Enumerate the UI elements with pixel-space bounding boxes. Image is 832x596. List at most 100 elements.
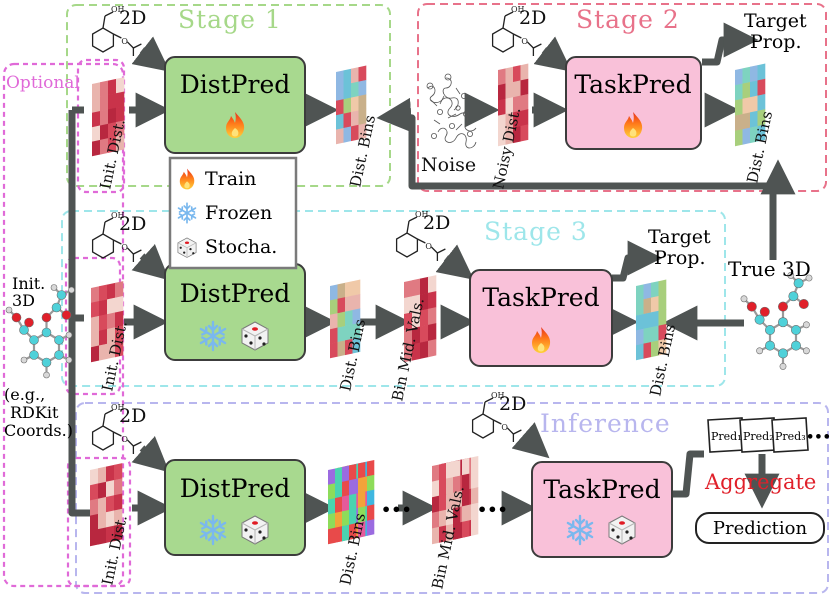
atom: [778, 348, 788, 359]
matrix-cell: [432, 511, 440, 529]
atom: [802, 347, 810, 355]
arrow-s2-target: [702, 22, 759, 66]
distance-matrices: [90, 63, 766, 547]
matrix-cell: [98, 512, 107, 530]
matrix-cell: [651, 281, 659, 298]
atom: [68, 286, 75, 294]
matrix-cell: [335, 496, 343, 514]
matrix-cell: [345, 309, 353, 327]
matrix-cell: [471, 487, 479, 505]
matrix-cell: [330, 313, 338, 330]
atom: [756, 347, 764, 355]
prediction-cards: Pred₁ Pred₂ Pred₃ •••: [707, 417, 831, 453]
matrix-cell: [330, 284, 338, 301]
prediction-label: Prediction: [713, 518, 808, 539]
matrix-cell: [343, 68, 352, 86]
noise-cloud: [426, 73, 477, 149]
matrix-cell: [351, 110, 359, 127]
matrix-cell: [750, 110, 758, 128]
matrix-cell: [115, 310, 124, 328]
matrix-cell: [91, 330, 100, 348]
hydroxyl-label: OH: [111, 211, 125, 220]
matrix-cell: [98, 496, 107, 515]
matrix-cell: [114, 508, 123, 526]
matrix-cell: [100, 80, 109, 97]
matrix-cell: [420, 276, 429, 295]
optional-frame-inf: [66, 456, 132, 588]
matrix-cell: [358, 108, 367, 126]
matrix-cell: [107, 297, 116, 315]
matrix-cell: [116, 91, 125, 108]
inference-title: Inference: [540, 409, 671, 438]
matrix-cell: [412, 278, 421, 297]
inference-frame: [75, 402, 829, 594]
matrix-cell: [99, 299, 108, 317]
s3-distpred-label: DistPred: [180, 279, 291, 308]
matrix-cell: [90, 513, 99, 532]
matrix-cell: [349, 523, 357, 540]
matrix-cell: [351, 95, 359, 113]
atom: [805, 274, 813, 282]
matrix-cell: [742, 97, 751, 115]
matrix-cell: [108, 93, 117, 110]
matrix-cell: [114, 463, 123, 481]
matrix-cell: [750, 95, 758, 113]
pred2-label: Pred₂: [743, 430, 774, 443]
atom: [765, 340, 775, 351]
matrix-cell: [92, 82, 101, 99]
eg-line3: Coords.): [4, 421, 73, 440]
init-3d-molecule: [5, 284, 75, 379]
hydroxyl-label: OH: [111, 5, 125, 14]
matrix-cell: [336, 84, 344, 102]
matrix-cell: [106, 510, 115, 528]
matrix-cell: [520, 124, 529, 142]
matrix-cell: [446, 523, 454, 542]
matrix-cell: [420, 324, 429, 343]
matrix-cell: [352, 279, 361, 296]
matrix-cell: [636, 343, 644, 361]
matrix-cell: [750, 125, 758, 144]
molecule-2d-label: 2D: [423, 212, 450, 234]
molecule-3d-layer: [5, 271, 813, 379]
matrix-cell: [735, 83, 743, 101]
matrix-cell: [735, 113, 743, 132]
stage3-frame: [61, 210, 726, 387]
matrix-cell: [505, 81, 514, 100]
matrix-cell: [453, 506, 461, 525]
s2-taskpred-label: TaskPred: [574, 70, 691, 99]
matrix-cell: [742, 127, 751, 145]
matrix-cell: [358, 461, 366, 479]
matrix-cell: [328, 498, 336, 515]
oxygen-label: O: [425, 242, 432, 251]
matrix-cell: [349, 478, 357, 496]
hydroxyl-label: OH: [415, 210, 429, 219]
matrix-cell: [336, 127, 344, 145]
matrix-cell: [432, 526, 440, 545]
matrix-cell: [658, 338, 667, 356]
matrix-cell: [757, 93, 766, 112]
matrix-cell: [108, 107, 117, 125]
atom: [56, 290, 67, 300]
atom: [65, 356, 73, 364]
inf-mid-ellipsis: •••: [477, 500, 508, 519]
matrix-cell: [658, 323, 667, 341]
matrix-cell: [446, 461, 454, 479]
matrix-cell: [367, 474, 375, 492]
matrix-cell: [513, 110, 521, 128]
matrix-cell: [439, 494, 447, 512]
true-3d-label: True 3D: [728, 257, 811, 281]
matrix-cell: [367, 504, 375, 522]
atom: [19, 325, 29, 335]
matrix-cell: [498, 83, 506, 101]
s3-dist-bins-matrix: [330, 279, 361, 359]
matrix-cell: [337, 282, 346, 300]
molecule-2d-label: 2D: [119, 213, 146, 235]
matrix-cell: [428, 307, 437, 326]
matrix-cell: [91, 345, 100, 363]
matrix-cell: [351, 124, 359, 142]
matrix-cell: [335, 481, 343, 499]
matrix-cell: [106, 480, 115, 498]
hydroxyl-label: OH: [491, 391, 505, 400]
matrix-cell: [513, 80, 521, 98]
atom: [41, 357, 52, 368]
